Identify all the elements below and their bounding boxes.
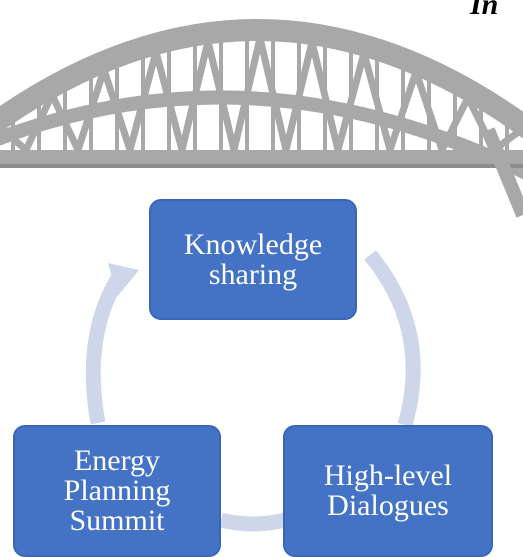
arrow-summit-to-knowledge	[85, 270, 127, 425]
bridge-deck	[0, 150, 523, 164]
bridge-illustration	[0, 19, 523, 218]
arrow-dialogues-to-summit	[219, 512, 287, 532]
bridge-trusses	[0, 37, 523, 163]
arrow-knowledge-to-dialogues	[364, 250, 421, 428]
cycle-arrows	[85, 250, 421, 532]
bridge-right-support	[481, 127, 523, 218]
node-label: High-level Dialogues	[323, 459, 453, 522]
bridge-truss-zigzag	[0, 37, 523, 163]
node-high-level-dialogues: High-level Dialogues	[283, 425, 493, 557]
bridge-arch-outer	[0, 19, 523, 139]
node-label: Energy Planning Summit	[63, 444, 171, 537]
arrowhead-icon	[108, 263, 139, 297]
node-energy-planning-summit: Energy Planning Summit	[13, 425, 221, 557]
node-knowledge-sharing: Knowledge sharing	[149, 199, 357, 320]
bridge-deck-edge	[0, 164, 523, 168]
node-label: Knowledge sharing	[183, 227, 323, 291]
page-heading-fragment: In	[470, 0, 499, 21]
